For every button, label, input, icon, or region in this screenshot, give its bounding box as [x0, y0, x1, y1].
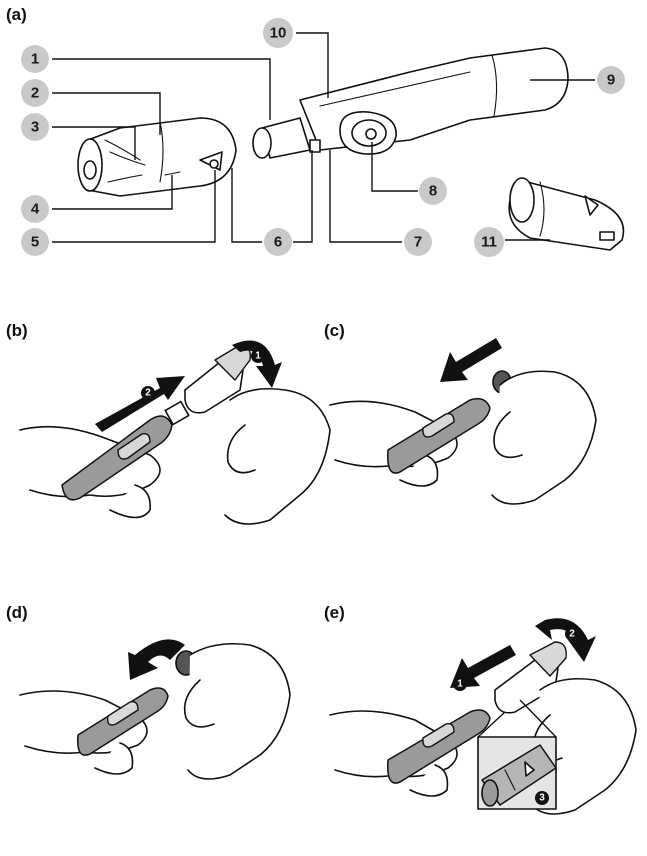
svg-text:8: 8 — [429, 183, 437, 200]
cap-component — [77, 117, 237, 197]
panel-label-d: (d) — [6, 603, 28, 622]
panel-e-step-1: 1 — [453, 677, 467, 691]
svg-text:2: 2 — [569, 629, 575, 640]
callout-1: 1 — [21, 45, 49, 73]
svg-text:1: 1 — [31, 51, 39, 68]
panel-label-e: (e) — [324, 603, 345, 622]
lancing-device-body — [252, 47, 569, 159]
svg-text:7: 7 — [414, 234, 422, 251]
callout-11: 11 — [474, 227, 504, 257]
callout-leaders — [52, 32, 595, 243]
panel-b-step-2: 2 — [141, 386, 155, 400]
panel-e-illustration — [329, 618, 637, 815]
panel-label-b: (b) — [6, 321, 28, 340]
callout-10: 10 — [263, 18, 293, 48]
callout-9: 9 — [597, 66, 625, 94]
callout-5: 5 — [21, 228, 49, 256]
panel-c-illustration — [329, 338, 597, 505]
svg-text:11: 11 — [481, 234, 497, 251]
svg-text:3: 3 — [31, 119, 39, 136]
svg-text:1: 1 — [255, 351, 261, 362]
panel-label-c: (c) — [324, 321, 345, 340]
svg-text:2: 2 — [145, 388, 151, 399]
panel-e-step-2: 2 — [565, 627, 579, 641]
callout-3: 3 — [21, 113, 49, 141]
alternate-cap-component — [508, 177, 625, 251]
svg-text:3: 3 — [539, 793, 545, 804]
svg-text:1: 1 — [457, 679, 463, 690]
svg-text:4: 4 — [31, 201, 40, 218]
panel-b-illustration — [19, 340, 331, 525]
callout-2: 2 — [21, 79, 49, 107]
callout-8: 8 — [419, 177, 447, 205]
svg-text:2: 2 — [31, 85, 39, 102]
panel-b-step-1: 1 — [251, 349, 265, 363]
panel-d-illustration — [19, 639, 291, 780]
callout-6: 6 — [264, 228, 292, 256]
svg-text:9: 9 — [607, 72, 615, 89]
panel-label-a: (a) — [6, 5, 27, 24]
svg-text:5: 5 — [31, 234, 39, 251]
callout-4: 4 — [21, 195, 49, 223]
panel-e-step-3: 3 — [535, 791, 549, 805]
svg-text:10: 10 — [270, 25, 287, 42]
callout-7: 7 — [404, 228, 432, 256]
svg-text:6: 6 — [274, 234, 282, 251]
